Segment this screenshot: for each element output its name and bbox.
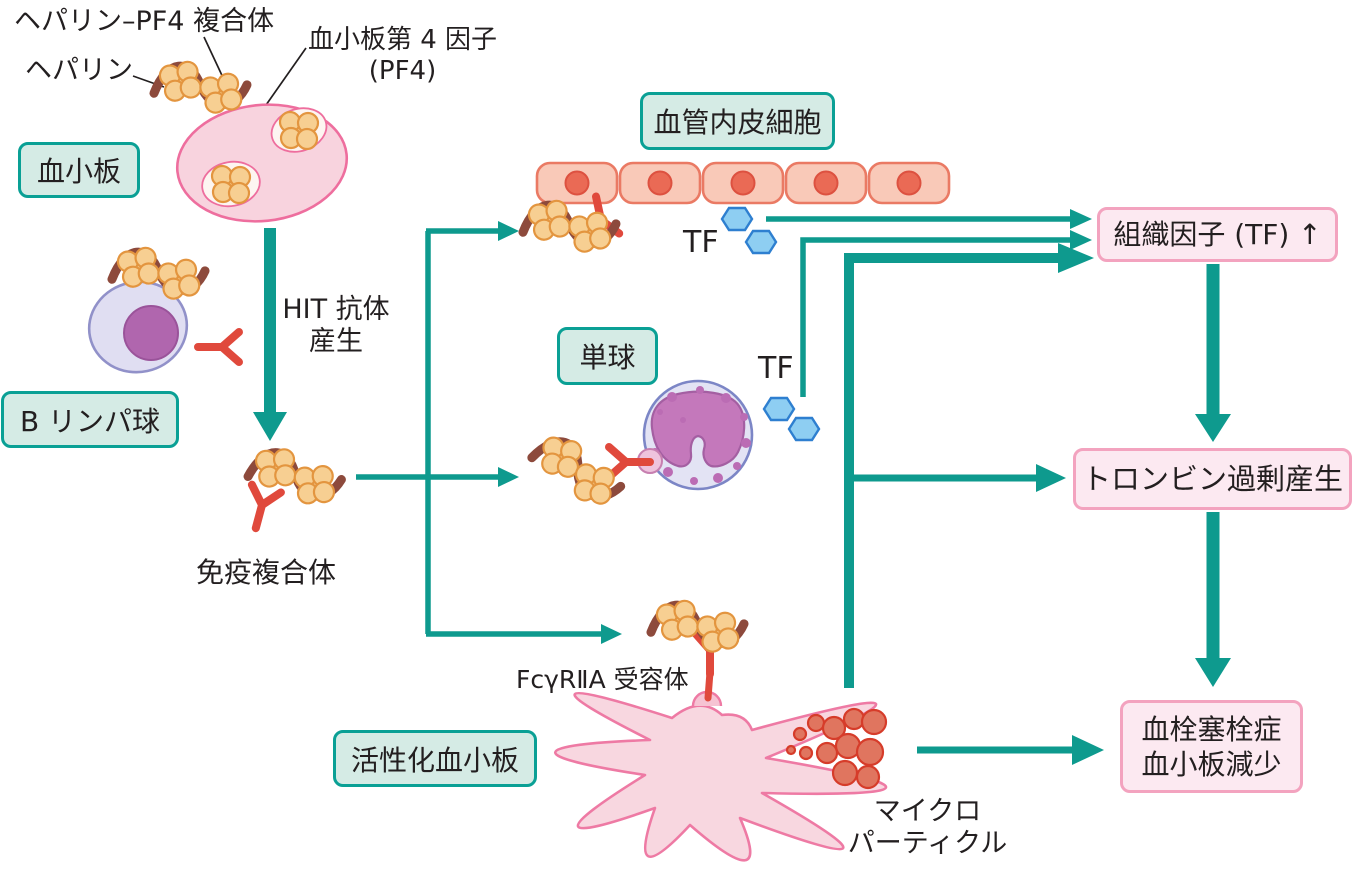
- endothelium-row: [535, 161, 951, 205]
- arrow-thrombin-to-thromboembolism: [1195, 512, 1231, 687]
- arrow-platelet-to-thrombin-box: [853, 464, 1066, 492]
- arrow-branch-from-immune-complex: [356, 221, 622, 644]
- microparticles: [785, 707, 888, 790]
- tf-molecules-monocyte: [762, 396, 821, 442]
- arrow-platelet-to-tf-box: [844, 243, 1094, 688]
- heparin-pf4-complex-label: ヘパリン–PF4 複合体: [14, 6, 275, 37]
- monocyte-granules: [651, 386, 751, 485]
- fcgr2a-receptor-label: FcγRⅡA 受容体: [516, 665, 689, 694]
- hit-antibody: [198, 332, 239, 362]
- monocyte-cell: [637, 379, 754, 491]
- heparin-label: ヘパリン: [25, 55, 133, 86]
- monocyte-nucleus: [650, 390, 746, 468]
- microparticle-label: マイクロ パーティクル: [840, 796, 1015, 861]
- fcgr2a-immune-complex: [645, 586, 749, 702]
- immune-complex-figure: [241, 441, 344, 532]
- hit-antibody-production-line2: 産生: [309, 326, 363, 358]
- microparticle-line2: パーティクル: [847, 828, 1008, 860]
- thromboembolism-line1: 血栓塞栓症: [1141, 712, 1282, 746]
- tf-monocyte-label: TF: [758, 351, 794, 386]
- tag-b-lymphocyte: B リンパ球: [1, 391, 179, 448]
- arrow-tf-to-thrombin: [1195, 264, 1231, 442]
- tag-platelet: 血小板: [18, 142, 140, 198]
- hit-antibody-production-label: HIT 抗体 産生: [272, 294, 400, 359]
- thromboembolism-line2: 血小板減少: [1141, 747, 1282, 781]
- immune-complex-label: 免疫複合体: [196, 556, 337, 589]
- b-lymphocyte-cell: [87, 233, 239, 374]
- immune-complex-on-monocyte: [527, 435, 650, 506]
- tag-endothelial-cell: 血管内皮細胞: [640, 92, 835, 150]
- tag-monocyte: 単球: [557, 327, 658, 385]
- tf-endothelium-label: TF: [683, 225, 719, 260]
- outcome-tissue-factor: 組織因子 (TF) ↑: [1097, 207, 1338, 262]
- tag-activated-platelet: 活性化血小板: [333, 730, 537, 787]
- pf4-label: 血小板第 4 因子 (PF4): [300, 25, 505, 87]
- arrow-hit-antibody-production: [253, 228, 287, 441]
- arrow-tf-endothelium-to-box: [766, 209, 1092, 229]
- pf4-label-name: 血小板第 4 因子: [307, 25, 498, 55]
- platelet-cell: [175, 103, 349, 223]
- arrow-tf-monocyte-to-box: [800, 230, 1092, 397]
- microparticle-line1: マイクロ: [873, 796, 982, 827]
- pf4-label-abbr: (PF4): [368, 56, 437, 87]
- arrow-microparticle-to-thromboembolism: [917, 735, 1104, 765]
- tf-molecules-endothelium: [720, 206, 778, 255]
- hit-antibody-production-line1: HIT 抗体: [282, 294, 390, 325]
- outcome-thromboembolism: 血栓塞栓症 血小板減少: [1120, 700, 1303, 793]
- outcome-thrombin: トロンビン過剰産生: [1073, 448, 1352, 510]
